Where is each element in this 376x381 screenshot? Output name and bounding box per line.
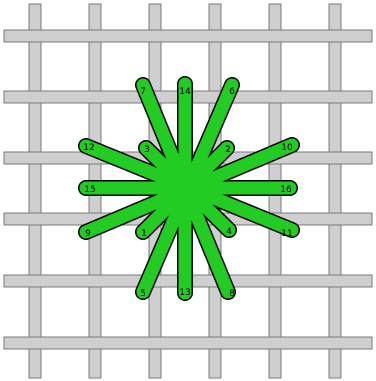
stitch-number-3: 3 <box>144 145 150 155</box>
vertical-thread <box>29 4 41 378</box>
stitch-number-4: 4 <box>226 227 232 237</box>
stitch-number-9: 9 <box>85 229 91 239</box>
horizontal-thread <box>4 30 372 42</box>
stitch-number-2: 2 <box>225 145 231 155</box>
stitch-number-16: 16 <box>280 185 292 195</box>
stitch-number-12: 12 <box>83 143 94 153</box>
horizontal-thread <box>4 337 372 349</box>
stitch-number-14: 14 <box>179 87 191 97</box>
stitch-number-6: 6 <box>229 87 235 97</box>
stitch-number-15: 15 <box>84 185 95 195</box>
stitch-number-11: 11 <box>281 229 292 239</box>
stitch-number-1: 1 <box>141 229 147 239</box>
stitch-number-5: 5 <box>140 289 146 299</box>
stitch-number-13: 13 <box>179 288 190 298</box>
stitch-number-8: 8 <box>229 289 235 299</box>
vertical-thread <box>329 4 341 378</box>
stitch-number-10: 10 <box>281 143 293 153</box>
stitch-number-7: 7 <box>140 87 146 97</box>
